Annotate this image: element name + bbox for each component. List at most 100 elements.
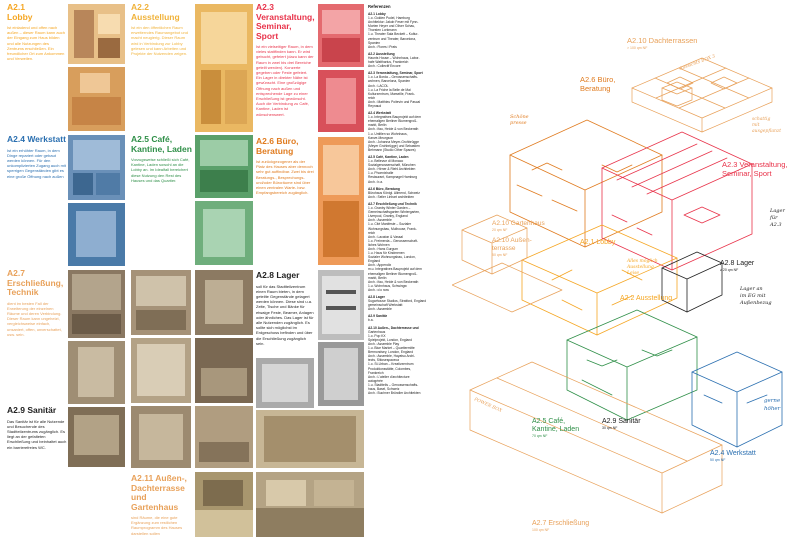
label-buero-2: Beratung [580,84,610,93]
photo-cafe-2 [195,201,253,265]
reference-line: tects, Sitiosespaceca [368,358,399,363]
photo-aussen-2 [256,472,364,537]
werkstatt-text: Ist ein erhöhter Raum, in dem Dinge repa… [7,147,66,179]
reference-line: Arch.: Buchner Bründler Architekten [368,391,421,396]
dachterrasse-volume [631,57,773,133]
reference-line: Arch.: Johanna Meyer-Grohbrügge [368,139,419,144]
lobby-title: A2.1 Lobby [7,2,33,22]
photo-ausstellung [195,4,253,132]
reference-line: (Meyer Grohbrügge) und Sebastien [368,143,420,148]
reference-line: Reynaud [368,103,382,108]
reference-line: m.u. Integratives Bauprojekt auf dem [368,267,422,272]
buero-volume [509,119,663,248]
label-erschliessung-area: 100 qm NF [532,528,549,532]
reference-line: hafe Wattharius, Frankreich [368,60,409,65]
reference-line: 1.u. Phoenixhalle [368,171,394,176]
reference-line: Bermondsey, London, England [368,350,414,355]
photo-lager-1 [318,270,364,340]
photo-erschliessung-5 [195,270,253,335]
section-cafe: A2.5 Café, Kantine, Laden Vorzugsweise s… [131,134,193,183]
photo-erschliessung-8 [131,406,191,468]
section-aussenraum: A2.11 Außen-, Dachterrasse und Gartenhau… [131,473,193,536]
reference-line: Sozialgenossenschaft, München [368,163,416,168]
label-cafe-1: A2.5 Café, [532,418,565,425]
note-lager-an-2: im EG mit [740,293,767,299]
section-lobby: A2.1 Lobby Ist einladend und offen nach … [7,2,67,61]
photo-erschliessung-7 [195,338,253,403]
reference-line: Arch.: c/o now [368,287,389,292]
section-lager: A2.8 Lager soll für das Stadtteilzentrum… [256,270,314,346]
reference-group-title: A2.2 Ausstellung [368,51,395,56]
reference-group-title: A2.8 Lager [368,295,385,299]
label-lager-area: ≥ 20 qm NF [720,268,738,272]
reference-line: 1.u. La Friche la Belle de Mai [368,87,411,92]
reference-line: Bürohaus Königl. Allmend, Schweiz [368,190,420,195]
reference-line: ehemaligen Berliner Blumengroß- [368,271,418,276]
label-buero-1: A2.6 Büro, [580,75,615,84]
reference-line: 1.o. Bellevue di Monaco [368,159,404,164]
photo-veranstaltung-2 [318,70,364,132]
reference-line: Arch.: Hans Gurgum [368,246,399,251]
section-ausstellung: A2.2 Ausstellung Ist ein den öffentliche… [131,2,193,56]
reference-line: Architektur: Jakob Feser mit Fynn- [368,20,419,25]
lager-volume [661,251,723,313]
reference-line: 1.o. Pop KX [368,333,386,338]
reference-line: Arch.: Hirner & Riehl Architekten [368,167,416,172]
gartenhaus-volume [452,214,563,313]
reference-line: Restaurant, Kampnagel Hamburg [368,175,418,180]
ausstellung-title: A2.2 Ausstellung [131,2,180,22]
reference-line: 1.u. Theater Sala Beckett – Kultur- [368,32,419,37]
photo-cafe-1 [195,135,253,198]
section-buero: A2.6 Büro, Beratung Ist zurückgezogener … [256,136,314,196]
photo-lager-2 [318,342,364,406]
reference-line: Gemeinschaftsgarten Wintergarten, [368,210,421,215]
reference-group-title: A2.7 Erschließung und Technik [368,201,417,206]
buero-text: Ist zurückgezogener als der Platz des Ha… [256,159,314,196]
reference-line: wohnen, Barcelona, Spanien [368,79,411,84]
reference-line: Arch.: L'atelier d'architecture [368,374,410,379]
note-lager-fuer-1: Lager [769,208,785,214]
cafe-text: Vorzugsweise schließt sich Café, Kantine… [131,157,190,183]
photo-aussen-3 [256,410,364,468]
reference-line: Arch.: Appendix [368,263,392,268]
reference-line: liches Wohnen [368,242,390,247]
label-aussenterrasse-2: terrasse [492,245,516,252]
note-lager-fuer-3: A2.3 [769,222,782,228]
label-gartenhaus-area: 20 qm NF [492,228,507,232]
reference-group-title: A2.1 Lobby [368,12,386,16]
note-lager-fuer-2: für [769,215,778,221]
note-alles-moeglich-1: Alles möglich [626,258,658,264]
lobby-volume [521,224,678,336]
reference-line: Arch.: LACOL [368,83,389,88]
reference-line: Sugarhouse Studios, Stratford, England [368,299,427,304]
note-schattig-1: schattig [752,116,770,122]
reference-line: 1.o. Granby Winter Garden – [368,206,411,211]
photo-erschliessung-3 [68,407,125,467]
reference-line: Sozialer Wohnungsbau, London, [368,255,416,260]
reference-line: 1.o. Integratives Bauprojekt auf dem [368,115,421,120]
note-alles-moeglich-2: Ausstellung [626,264,654,270]
reference-group-title: A2.4 Werkstatt [368,111,391,116]
note-alles-moeglich-3: Leise [626,270,639,276]
label-lager: A2.8 Lager [720,260,755,267]
reference-group-title: A2.9 Sanitär [368,314,388,319]
reference-line: reich [368,95,376,100]
reference-line: 1.u. Stadtteils – Genossenschafts- [368,382,419,387]
werkstatt-volume [691,351,783,448]
reference-line: haus, Basel, Schweiz [368,386,400,391]
reference-line: Arch.: Collectif Encore [368,64,401,69]
note-gerne-hoeher-2: höher [764,406,781,412]
reference-line: Kulturzentrum, Marseille, Frank- [368,91,415,96]
photo-erschliessung-4 [131,270,191,335]
reference-line: Arch.: ifau, Heide & von Beckerath [368,279,419,284]
photo-buero [318,137,364,265]
reference-line: zentrum und Theater, Barcelona, [368,36,416,41]
